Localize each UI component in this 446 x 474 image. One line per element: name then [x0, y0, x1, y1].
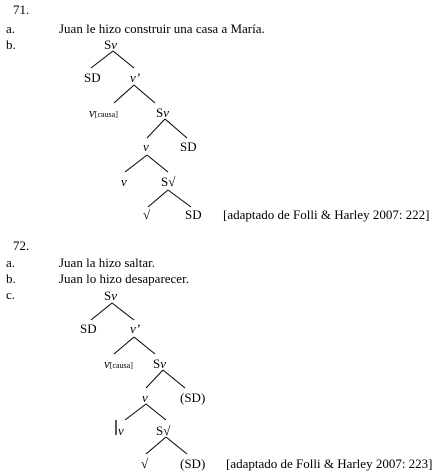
tree-node-v-bar: v’	[130, 70, 141, 85]
v-causa-subscript: [causa]	[109, 361, 133, 370]
item-marker-b: b.	[6, 37, 16, 52]
item-marker-a: a.	[6, 255, 16, 270]
tree-leaf-v: v	[118, 423, 124, 438]
tree-node-v-causa: v[causa]	[89, 106, 118, 122]
tree-leaf-v: v	[121, 174, 127, 189]
v-causa-base: v	[104, 356, 110, 371]
tree-node-v-bar: v’	[130, 321, 141, 336]
example-number: 71.	[13, 2, 30, 17]
tree-leaf-root: √	[143, 207, 151, 222]
example-sentence-b: Juan lo hizo desaparecer.	[59, 271, 189, 286]
v-causa-base: v	[89, 105, 95, 120]
tree-node-sd-object: SD	[180, 139, 197, 154]
tree-node-v: v	[142, 390, 148, 405]
v-causa-subscript: [causa]	[94, 110, 118, 119]
item-marker-a: a.	[6, 21, 16, 36]
item-marker-b: b.	[6, 271, 16, 286]
tree-node-sv-root: Sv	[104, 288, 118, 303]
tree-node-sv: Sv	[153, 356, 167, 371]
example-number: 72.	[13, 238, 30, 253]
tree-node-sv-root: Sv	[104, 37, 118, 52]
citation: [adaptado de Folli & Harley 2007: 223]	[226, 456, 433, 471]
tree-node-s-root: S√	[161, 174, 176, 189]
tree-leaf-sd: (SD)	[180, 456, 206, 471]
tree-leaf-sd: SD	[185, 207, 202, 222]
tree-node-v: v	[143, 139, 149, 154]
tree-node-s-root: S√	[156, 423, 171, 438]
example-sentence-a: Juan le hizo construir una casa a María.	[59, 21, 265, 36]
item-marker-c: c.	[6, 287, 16, 302]
citation: [adaptado de Folli & Harley 2007: 222]	[223, 207, 430, 222]
tree-leaf-root: √	[141, 456, 149, 471]
tree-node-sd: SD	[84, 70, 101, 85]
tree-node-v-causa: v[causa]	[104, 357, 133, 373]
tree-node-sd-object: (SD)	[180, 390, 206, 405]
tree-node-sd: SD	[80, 321, 97, 336]
example-sentence-a: Juan la hizo saltar.	[59, 255, 156, 270]
tree-node-sv: Sv	[156, 105, 170, 120]
